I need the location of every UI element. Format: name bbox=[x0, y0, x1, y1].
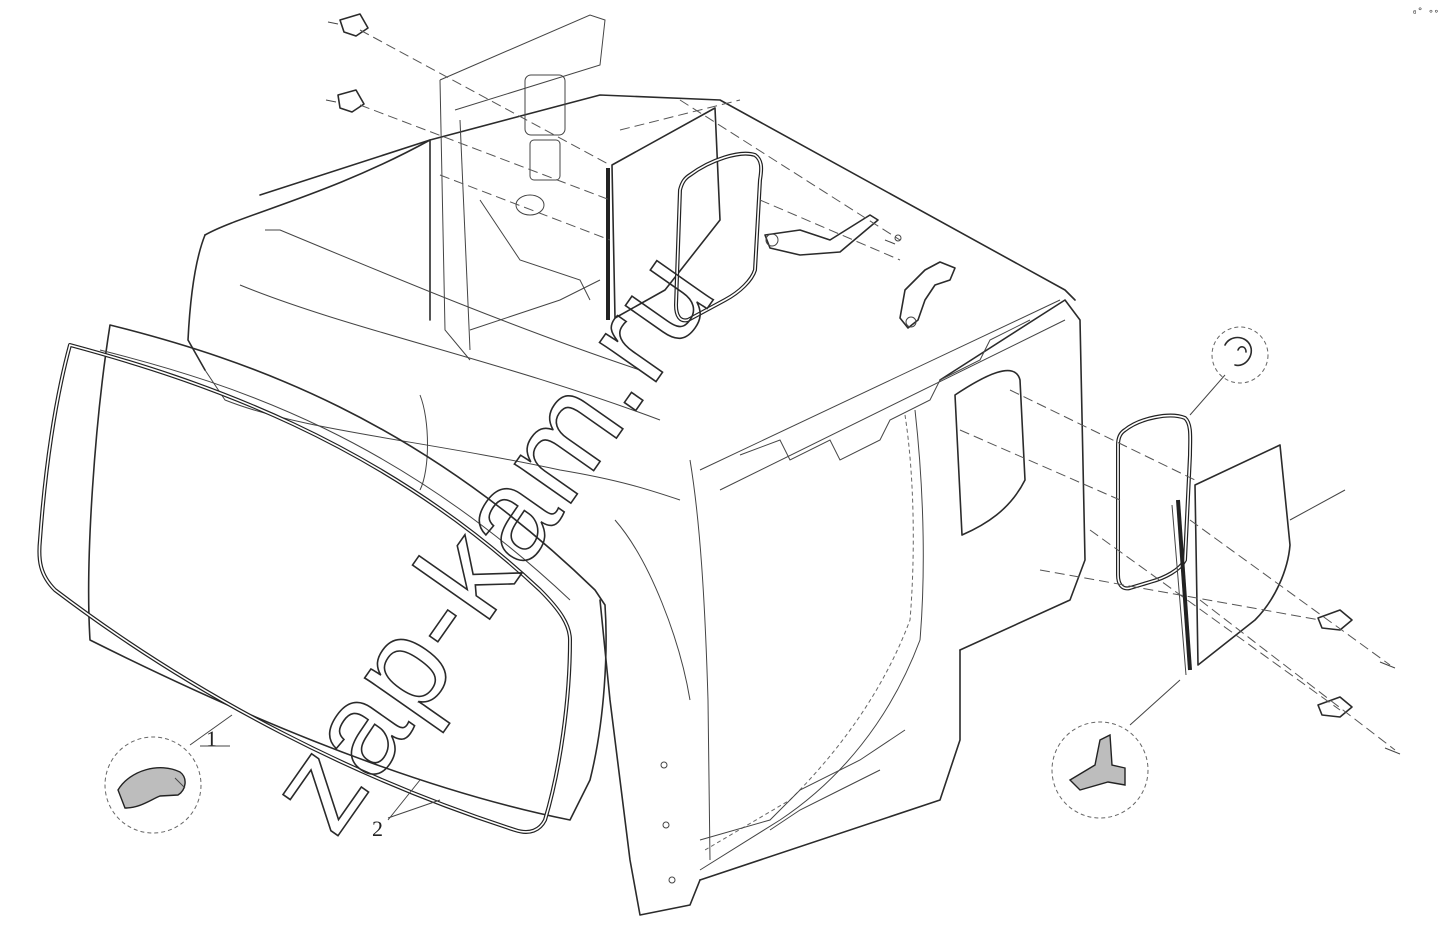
assembly-guides-side bbox=[959, 389, 1396, 751]
channel-detail-circle bbox=[1051, 721, 1149, 819]
corner-mark: ₀° ∘∘∘ bbox=[1412, 7, 1438, 17]
screw-icon bbox=[884, 239, 896, 245]
side-clip-1 bbox=[1317, 609, 1353, 631]
callout-label-2: 2 bbox=[372, 816, 383, 841]
side-window-assembly bbox=[1116, 413, 1401, 755]
watermark: zap-kam.ru bbox=[238, 223, 744, 857]
assembly-guides-rear bbox=[359, 29, 901, 261]
upper-clip-2 bbox=[337, 89, 365, 113]
side-window-glass bbox=[1194, 444, 1291, 666]
seal-profile-detail-circle-left bbox=[104, 736, 202, 834]
watermark-text: zap-kam.ru bbox=[238, 223, 742, 856]
callout-2-group: 2 bbox=[372, 779, 441, 841]
upper-clip-1 bbox=[339, 13, 369, 37]
side-screw-1 bbox=[1379, 661, 1396, 669]
seal-profile-section bbox=[117, 767, 186, 809]
rear-window-assembly bbox=[325, 13, 956, 329]
callout-1-group: 1 bbox=[104, 714, 233, 834]
window-latch bbox=[899, 261, 956, 329]
clip-detail-shape bbox=[1224, 336, 1253, 367]
side-screw-2 bbox=[1384, 747, 1401, 755]
side-detail-circles bbox=[1051, 326, 1269, 819]
callout-label-1: 1 bbox=[206, 726, 217, 751]
channel-profile-section bbox=[1068, 733, 1126, 791]
windshield-glass bbox=[87, 324, 607, 821]
clip-detail-circle bbox=[1211, 326, 1269, 384]
windshield-seal bbox=[37, 343, 572, 834]
side-window-channel bbox=[1176, 499, 1192, 671]
hinge-bracket bbox=[764, 214, 879, 256]
rear-window-glass bbox=[611, 107, 721, 319]
